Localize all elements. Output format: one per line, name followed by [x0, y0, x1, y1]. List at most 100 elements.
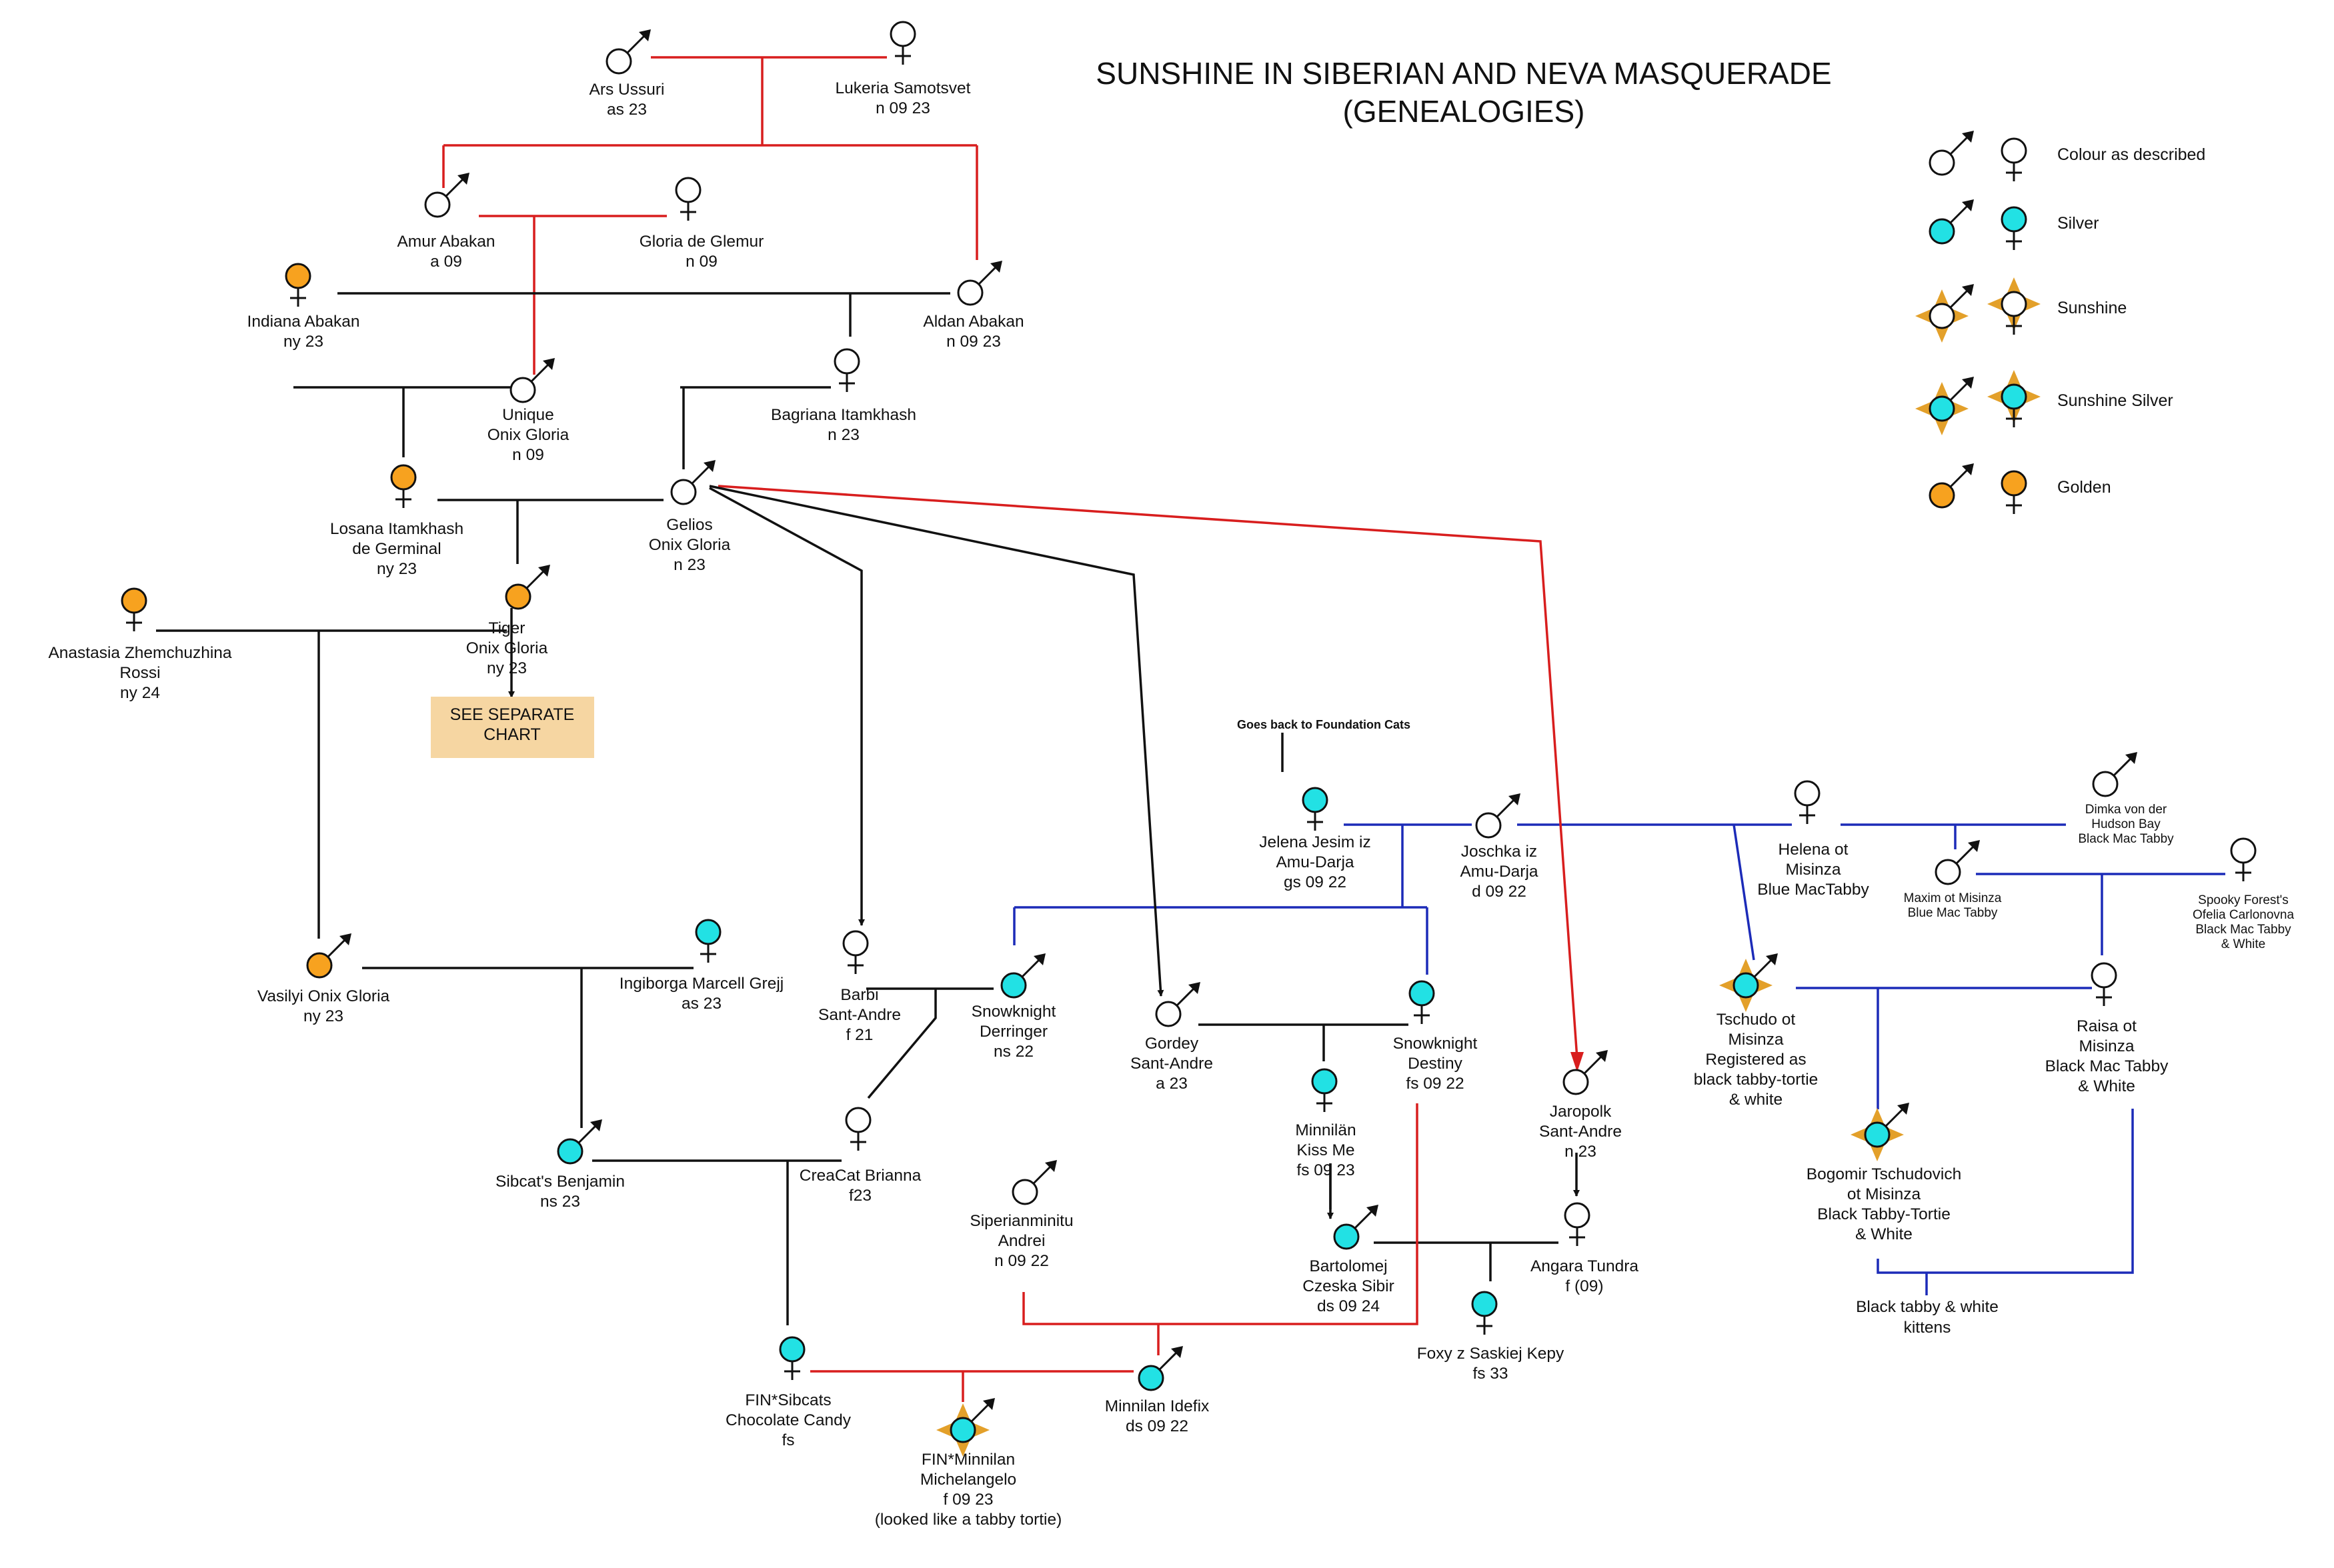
- cat-foxy-label-line-2: fs 33: [1472, 1365, 1508, 1383]
- cat-barbi-label-line-1: Barbi: [840, 986, 878, 1004]
- legend-label-sunshine-silver: Sunshine Silver: [2057, 391, 2173, 410]
- legend-label-golden: Golden: [2057, 478, 2111, 497]
- cat-gordey-circle: [1155, 1001, 1182, 1027]
- cat-tschudo-circle: [1732, 972, 1759, 999]
- cat-raisa-label-line-3: Black Mac Tabby: [2045, 1057, 2169, 1075]
- cat-michelangelo-label-line-3: f 09 23: [944, 1491, 994, 1509]
- cat-bogomir-label-line-1: Bogomir Tschudovich: [1807, 1165, 1961, 1183]
- legend-golden-male-male-arrowhead-icon: [1962, 463, 1974, 475]
- see-separate-chart-line-1: SEE SEPARATE: [450, 705, 575, 724]
- cat-jaropolk-label-line-3: n 23: [1564, 1143, 1596, 1161]
- legend-golden-female-circle: [2001, 470, 2027, 497]
- cat-ars-ussuri-label-line-2: as 23: [607, 101, 647, 119]
- cat-joschka-label-line-3: d 09 22: [1472, 883, 1526, 901]
- cat-idefix-label-line-1: Minnilan Idefix: [1105, 1397, 1210, 1415]
- cat-tiger-label-line-3: ny 23: [487, 659, 527, 677]
- cat-kissme-label-line-3: fs 09 23: [1296, 1161, 1354, 1179]
- cat-tiger-circle: [505, 583, 531, 610]
- cat-siperian-label-line-3: n 09 22: [994, 1252, 1049, 1270]
- cat-benjamin-male-arrowhead-icon: [590, 1119, 602, 1131]
- cat-gelios-label-line-2: Onix Gloria: [649, 536, 731, 554]
- cat-idefix-circle: [1138, 1365, 1164, 1391]
- cat-indiana-label-line-2: ny 23: [283, 333, 323, 351]
- legend: Colour as describedSilverSunshineSunshin…: [1915, 131, 2205, 514]
- cat-siperian-label-line-2: Andrei: [998, 1232, 1046, 1250]
- cat-jelena-label-line-3: gs 09 22: [1284, 873, 1346, 891]
- cat-candy-label-line-2: Chocolate Candy: [726, 1411, 852, 1429]
- cat-bogomir-label-line-4: & White: [1855, 1225, 1913, 1243]
- cat-joschka-label-line-1: Joschka iz: [1461, 843, 1537, 861]
- cat-bogomir-label-line-3: Black Tabby-Tortie: [1817, 1205, 1951, 1223]
- cat-unique-male-arrowhead-icon: [543, 358, 555, 370]
- cat-tiger-label-line-1: Tiger: [489, 619, 525, 637]
- cat-derringer-label-line-2: Derringer: [980, 1023, 1048, 1041]
- cat-jaropolk-circle: [1562, 1069, 1589, 1095]
- cat-unique-label-line-2: Onix Gloria: [487, 426, 569, 444]
- cat-brianna-label-line-1: CreaCat Brianna: [800, 1167, 922, 1185]
- cat-bartolomej-label-line-2: Czeska Sibir: [1302, 1277, 1394, 1295]
- legend-sunshine-silver-male-male-arrowhead-icon: [1962, 377, 1974, 389]
- cat-gordey-label-line-2: Sant-Andre: [1130, 1055, 1213, 1073]
- arrow-gelios-to-barbi: [709, 487, 865, 926]
- cat-indiana-label-line-1: Indiana Abakan: [247, 313, 360, 331]
- pedigree-line-44: [1022, 1103, 1418, 1325]
- legend-silver-male-male-arrowhead-icon: [1962, 199, 1974, 211]
- legend-plain-female-circle: [2001, 137, 2027, 164]
- cat-ars-ussuri: Ars Ussuri as 23: [590, 29, 665, 119]
- legend-item-plain: Colour as described: [1929, 131, 2205, 181]
- cat-ingiborga-circle: [695, 919, 722, 945]
- cat-anastasia-circle: [121, 587, 147, 614]
- cat-losana-circle: [390, 464, 417, 491]
- cat-lukeria-label-line-2: n 09 23: [876, 99, 930, 117]
- cat-foxy-label-line-1: Foxy z Saskiej Kepy: [1417, 1345, 1564, 1363]
- legend-sunshine-silver-female-circle: [2001, 383, 2027, 410]
- cat-bagriana-label-line-1: Bagriana Itamkhash: [771, 406, 916, 424]
- cat-lukeria-circle: [890, 21, 916, 47]
- cat-raisa-label-line-4: & White: [2078, 1077, 2135, 1095]
- cat-angara-label-line-1: Angara Tundra: [1530, 1257, 1638, 1275]
- cat-benjamin-circle: [557, 1138, 584, 1165]
- cat-michelangelo-male-arrowhead-icon: [983, 1398, 995, 1410]
- cat-michelangelo-label-line-4: (looked like a tabby tortie): [875, 1511, 1062, 1529]
- legend-silver-male-circle: [1929, 218, 1955, 245]
- cat-vasilyi-label-line-2: ny 23: [303, 1007, 343, 1025]
- cat-raisa-label-line-2: Misinza: [2079, 1037, 2134, 1055]
- cat-tschudo-label-line-1: Tschudo ot: [1716, 1011, 1796, 1029]
- cat-unique-label-line-3: n 09: [512, 446, 544, 464]
- cat-idefix-male-arrowhead-icon: [1171, 1346, 1183, 1358]
- cat-brianna-circle: [845, 1107, 872, 1133]
- cat-foxy: Foxy z Saskiej Kepy fs 33: [1417, 1291, 1564, 1383]
- cat-vasilyi-label-line-1: Vasilyi Onix Gloria: [257, 987, 390, 1005]
- cat-jelena-circle: [1302, 787, 1328, 813]
- cat-anastasia-label-line-2: Rossi: [119, 664, 160, 682]
- legend-sunshine-male-circle: [1929, 303, 1955, 329]
- cat-gelios-circle: [670, 479, 697, 505]
- cat-helena-circle: [1794, 780, 1821, 807]
- kittens-note-line-2: kittens: [1904, 1319, 1951, 1337]
- cat-jaropolk-male-arrowhead-icon: [1596, 1050, 1608, 1062]
- cat-michelangelo-label-line-1: FIN*Minnilan: [922, 1451, 1015, 1469]
- cat-angara-label-line-2: f (09): [1565, 1277, 1603, 1295]
- cat-spooky-label-line-1: Spooky Forest's: [2198, 893, 2289, 907]
- cat-aldan-circle: [957, 279, 984, 306]
- cat-dimka-male-arrowhead-icon: [2125, 752, 2137, 764]
- cat-jelena-label-line-2: Amu-Darja: [1276, 853, 1354, 871]
- cat-ars-ussuri-male-arrowhead-icon: [639, 29, 651, 41]
- legend-label-sunshine: Sunshine: [2057, 299, 2127, 317]
- cat-maxim-label-line-2: Blue Mac Tabby: [1908, 906, 1998, 920]
- cat-tiger-label-line-2: Onix Gloria: [466, 639, 548, 657]
- cat-ars-ussuri-label-line-1: Ars Ussuri: [590, 81, 665, 99]
- see-separate-chart-line-2: CHART: [483, 725, 541, 744]
- cat-derringer-label-line-3: ns 22: [994, 1043, 1034, 1061]
- cat-bogomir-circle: [1864, 1121, 1891, 1148]
